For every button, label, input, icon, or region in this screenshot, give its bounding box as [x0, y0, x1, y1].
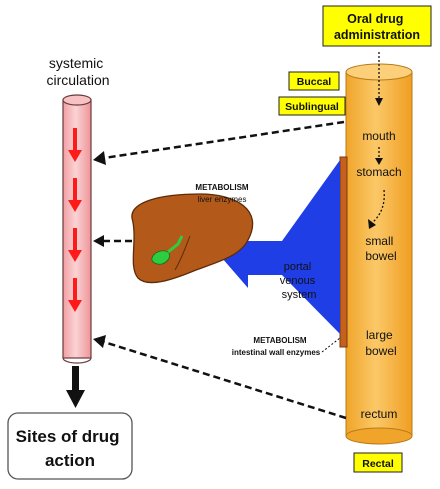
intestinal-label-leader [321, 337, 341, 353]
buccal-tag: Buccal [288, 71, 340, 91]
flow-arrow [68, 128, 82, 162]
systemic-circulation-label: systemic circulation [46, 55, 109, 88]
large-bowel-label: large bowel [365, 328, 396, 358]
blood-flow-arrows [68, 128, 82, 312]
rectum-label: rectum [361, 407, 398, 421]
oral-drug-administration-box: Oral drug administration [322, 5, 432, 47]
mouth-label: mouth [362, 129, 395, 143]
liver-enzymes-label: liver enzymes [198, 195, 247, 204]
sublingual-to-circulation-arrow [93, 120, 345, 165]
flow-arrow [68, 278, 82, 312]
oral-drug-administration-label: Oral drug administration [334, 12, 420, 42]
rectal-label: Rectal [362, 458, 394, 470]
gi-tract-tube [345, 63, 413, 445]
metabolism-intestinal-label: METABOLISM [253, 336, 307, 345]
metabolism-liver-label: METABOLISM [195, 183, 249, 192]
flow-arrow [68, 178, 82, 212]
sites-of-drug-action-box: Sites of drug action [7, 412, 133, 480]
small-bowel-label: small bowel [365, 234, 396, 263]
rectal-tag: Rectal [353, 452, 403, 473]
liver-illustration [131, 193, 254, 284]
sublingual-label: Sublingual [285, 101, 339, 113]
sites-of-drug-action-label: Sites of drug action [16, 427, 125, 470]
intestinal-wall-enzymes-label: intestinal wall enzymes [232, 348, 321, 357]
gallbladder [151, 250, 170, 265]
rectum-to-circulation-arrow [93, 335, 347, 420]
portal-venous-arrow [222, 160, 340, 334]
sublingual-tag: Sublingual [278, 96, 346, 116]
liver-to-circulation-arrow [93, 235, 132, 247]
stomach-to-small-bowel-arrow [368, 189, 385, 229]
mouth-to-stomach-arrow [375, 147, 383, 165]
intestinal-wall-bar [339, 156, 348, 348]
to-sites-arrow [66, 366, 85, 408]
portal-venous-system-label: portal venous system [280, 261, 319, 301]
stomach-label: stomach [356, 165, 401, 179]
buccal-label: Buccal [297, 76, 332, 88]
oral-entry-arrow [375, 52, 383, 106]
flow-arrow [68, 228, 82, 262]
